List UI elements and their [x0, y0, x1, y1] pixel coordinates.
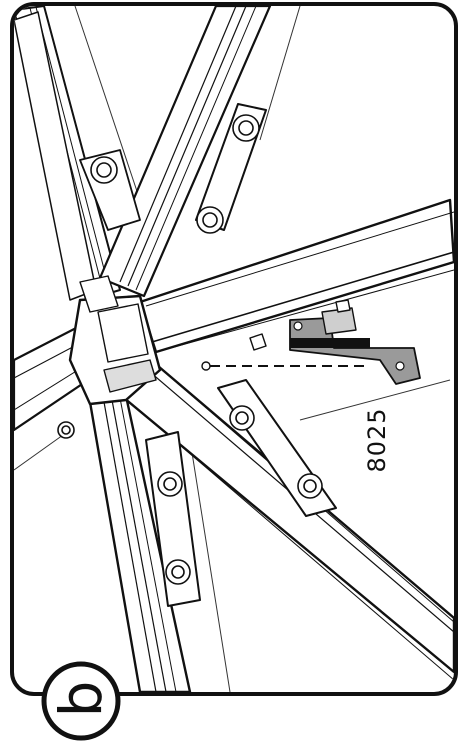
step-badge-text: b [47, 681, 115, 718]
bolt-7 [165, 559, 191, 585]
hub-connector [68, 275, 162, 406]
bracket-8025 [289, 307, 421, 385]
bolt-4 [229, 405, 255, 431]
part-number-label: 8025 [352, 400, 402, 480]
bolt-1 [232, 114, 260, 142]
part-number-text: 8025 [363, 407, 391, 473]
step-badge-circle [41, 661, 121, 741]
bracket-nuts [201, 299, 351, 371]
bolt-6 [157, 471, 183, 497]
bolt-3 [90, 156, 118, 184]
step-badge: b [42, 662, 120, 740]
bolt-5 [297, 473, 323, 499]
strut-top [98, 6, 272, 298]
bolts [57, 114, 323, 585]
bolt-2 [196, 206, 224, 234]
bolt-8 [57, 421, 75, 439]
